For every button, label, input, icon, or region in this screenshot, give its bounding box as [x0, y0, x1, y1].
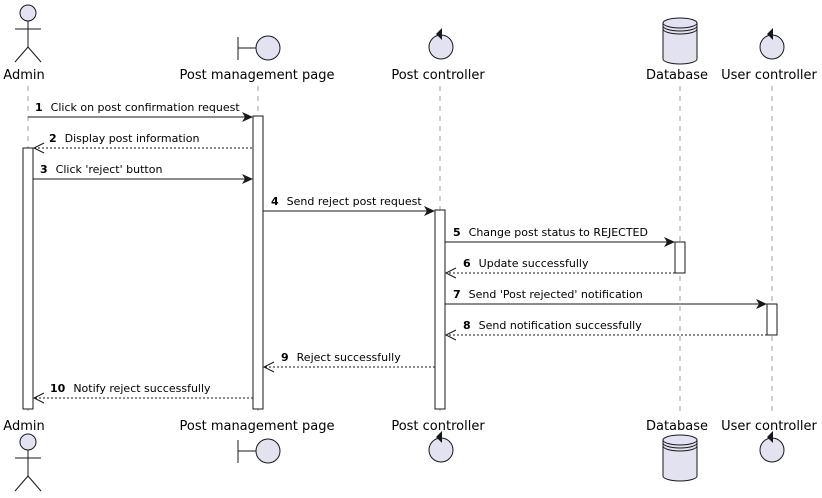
participant-label-admin-bottom: Admin: [3, 419, 44, 434]
message-number: 1: [35, 101, 43, 114]
message-text: Reject successfully: [297, 351, 402, 364]
arrowhead: [444, 329, 457, 341]
message-text: Send reject post request: [287, 195, 423, 208]
message-number: 4: [271, 195, 279, 208]
control-icon: [428, 431, 454, 463]
activation-user-controller: [766, 303, 778, 336]
activation-post-controller: [434, 209, 446, 410]
arrowhead: [242, 112, 253, 122]
participant-label-post-controller: Post controller: [391, 68, 485, 83]
message-label: 1 Click on post confirmation request: [35, 98, 240, 115]
message-number: 5: [453, 226, 461, 239]
message-text: Notify reject successfully: [73, 382, 211, 395]
message-label: 9 Reject successfully: [281, 348, 401, 365]
message-2: 2 Display post information: [32, 129, 252, 154]
activation-bars: [22, 115, 778, 410]
message-text: Click 'reject' button: [56, 163, 163, 176]
arrowhead: [242, 174, 253, 184]
arrowhead: [32, 142, 45, 154]
message-label: 7 Send 'Post rejected' notification: [453, 285, 643, 302]
message-label: 8 Send notification successfully: [463, 316, 642, 333]
arrowhead: [664, 237, 675, 247]
message-label: 10 Notify reject successfully: [50, 379, 211, 396]
control-icon: [759, 431, 785, 463]
arrowhead: [444, 267, 457, 279]
message-3: 3 Click 'reject' button: [33, 160, 253, 184]
message-number: 7: [453, 288, 461, 301]
activation-database: [674, 241, 686, 274]
message-text: Send notification successfully: [479, 319, 643, 332]
message-5: 5 Change post status to REJECTED: [445, 223, 675, 247]
participant-label-database: Database: [646, 68, 708, 83]
message-8: 8 Send notification successfully: [444, 316, 767, 341]
arrowhead: [32, 392, 45, 404]
message-7: 7 Send 'Post rejected' notification: [445, 285, 767, 309]
control-icon: [759, 28, 785, 60]
message-label: 3 Click 'reject' button: [40, 160, 162, 177]
activation-admin: [22, 147, 34, 410]
actor-icon: [14, 433, 42, 492]
message-text: Send 'Post rejected' notification: [469, 288, 643, 301]
activation-post-management-page: [252, 115, 264, 410]
database-icon: [662, 17, 698, 65]
actor-icon: [14, 4, 42, 63]
message-label: 6 Update successfully: [463, 254, 589, 271]
message-9: 9 Reject successfully: [262, 348, 435, 373]
message-number: 10: [50, 382, 66, 395]
message-number: 8: [463, 319, 471, 332]
participant-label-admin: Admin: [3, 68, 44, 83]
participant-label-post-management-page: Post management page: [179, 68, 334, 83]
participant-label-database-bottom: Database: [646, 419, 708, 434]
message-text: Update successfully: [479, 257, 589, 270]
message-4: 4 Send reject post request: [263, 192, 435, 216]
participant-label-user-controller: User controller: [721, 68, 817, 83]
arrowhead: [756, 299, 767, 309]
message-number: 9: [281, 351, 289, 364]
message-text: Change post status to REJECTED: [469, 226, 648, 239]
participants-bottom: Admin Post management page Post controll…: [3, 419, 818, 492]
participant-label-post-management-page-bottom: Post management page: [179, 419, 334, 434]
message-text: Display post information: [65, 132, 200, 145]
message-text: Click on post confirmation request: [51, 101, 241, 114]
message-number: 3: [40, 163, 48, 176]
arrowhead: [262, 361, 275, 373]
message-label: 5 Change post status to REJECTED: [453, 223, 648, 240]
message-10: 10 Notify reject successfully: [32, 379, 253, 404]
message-6: 6 Update successfully: [444, 254, 675, 279]
participant-label-user-controller-bottom: User controller: [721, 419, 817, 434]
messages: 1 Click on post confirmation request 2 D…: [28, 98, 767, 404]
message-label: 4 Send reject post request: [271, 192, 422, 209]
message-1: 1 Click on post confirmation request: [28, 98, 253, 122]
boundary-icon: [237, 438, 281, 464]
message-number: 6: [463, 257, 471, 270]
message-label: 2 Display post information: [49, 129, 199, 146]
participants-top: Admin Post management page Post controll…: [3, 4, 818, 83]
control-icon: [428, 28, 454, 60]
boundary-icon: [237, 35, 281, 61]
database-icon: [662, 434, 698, 482]
arrowhead: [424, 206, 435, 216]
message-number: 2: [49, 132, 57, 145]
participant-label-post-controller-bottom: Post controller: [391, 419, 485, 434]
